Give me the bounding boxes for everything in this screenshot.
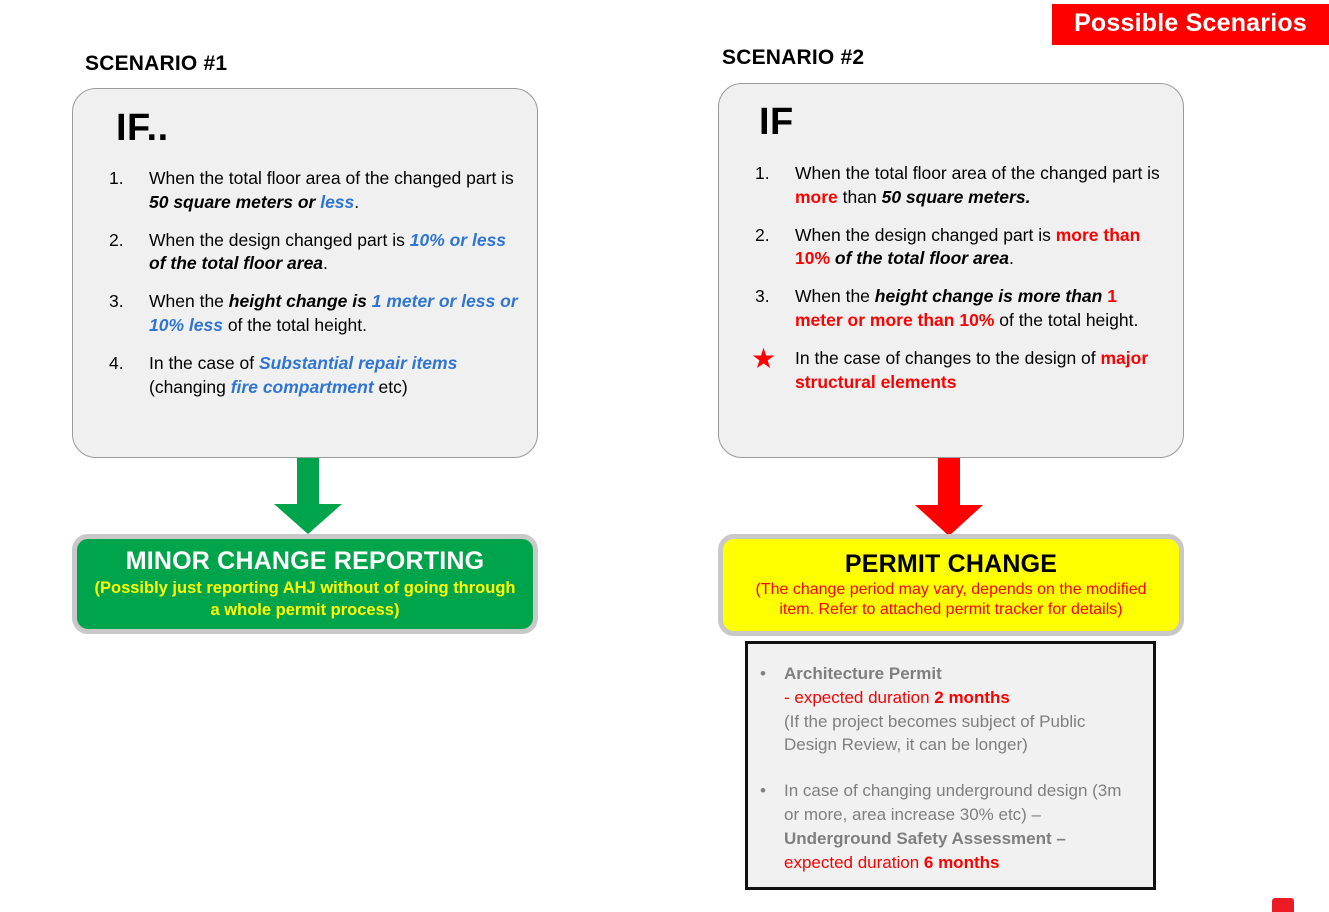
minor-change-reporting-box: MINOR CHANGE REPORTING (Possibly just re…: [72, 534, 538, 634]
minor-change-headline: MINOR CHANGE REPORTING: [125, 547, 485, 576]
minor-change-subtext: (Possibly just reporting AHJ without of …: [94, 579, 516, 619]
list-item-text: When the total floor area of the changed…: [149, 168, 514, 212]
arrow-head: [915, 505, 983, 536]
detail-item-text: In case of changing underground design (…: [784, 781, 1122, 872]
star-bullet-icon: ★: [751, 342, 777, 374]
bullet-icon: •: [760, 781, 766, 801]
list-marker: 1.: [109, 168, 124, 188]
scenario-1-title: SCENARIO #1: [85, 52, 228, 75]
list-marker: 2.: [109, 229, 124, 250]
arrow-shaft: [938, 458, 960, 505]
detail-list-item: • Architecture Permit- expected duration…: [760, 662, 1137, 757]
arrow-shaft: [297, 458, 319, 504]
list-item: 3. When the height change is more than 1…: [747, 285, 1165, 333]
list-item: 2. When the design changed part is more …: [747, 224, 1165, 272]
list-item-text: When the total floor area of the changed…: [795, 163, 1160, 207]
scenario-2-if-label: IF: [759, 101, 794, 143]
list-item: ★ In the case of changes to the design o…: [747, 342, 1165, 395]
list-item-text: When the design changed part is 10% or l…: [149, 229, 507, 274]
scenario-2-condition-panel: IF 1. When the total floor area of the c…: [718, 83, 1184, 458]
list-item: 3. When the height change is 1 meter or …: [101, 290, 519, 338]
scenario-2-down-arrow-icon: [915, 458, 983, 536]
banner-title: Possible Scenarios: [1074, 9, 1307, 37]
scenario-2-title: SCENARIO #2: [722, 46, 865, 69]
bullet-icon: •: [760, 664, 766, 683]
permit-change-headline: PERMIT CHANGE: [844, 549, 1058, 578]
list-item-text: In the case of changes to the design of …: [795, 347, 1149, 392]
page-corner-mark: [1272, 898, 1294, 912]
arrow-head: [274, 504, 342, 534]
detail-item-text: Architecture Permit- expected duration 2…: [784, 664, 1086, 755]
list-marker: 1.: [755, 163, 770, 183]
scenario-1-if-label: IF..: [116, 107, 169, 149]
list-item-text: When the height change is more than 1 me…: [795, 286, 1139, 330]
list-marker: 4.: [109, 352, 124, 373]
scenario-1-condition-panel: IF.. 1. When the total floor area of the…: [72, 88, 538, 458]
scenario-2-condition-list: 1. When the total floor area of the chan…: [747, 162, 1165, 408]
list-item: 1. When the total floor area of the chan…: [101, 167, 519, 215]
list-item: 2. When the design changed part is 10% o…: [101, 229, 519, 277]
permit-change-box: PERMIT CHANGE (The change period may var…: [718, 534, 1184, 636]
list-item-text: When the design changed part is more tha…: [795, 224, 1141, 269]
list-item-text: In the case of Substantial repair items …: [149, 352, 458, 397]
list-marker: 3.: [109, 291, 124, 312]
permit-change-subtext: (The change period may vary, depends on …: [755, 580, 1147, 618]
architecture-permit-label: Architecture Permit: [784, 664, 942, 683]
scenario-1-down-arrow-icon: [274, 458, 342, 534]
permit-detail-box: • Architecture Permit- expected duration…: [745, 641, 1156, 890]
page-title-banner: Possible Scenarios: [1052, 4, 1329, 45]
detail-list-item: • In case of changing underground design…: [760, 779, 1137, 874]
list-item: 4. In the case of Substantial repair ite…: [101, 352, 519, 400]
scenario-1-condition-list: 1. When the total floor area of the chan…: [101, 167, 519, 413]
list-item: 1. When the total floor area of the chan…: [747, 162, 1165, 210]
list-marker: 2.: [755, 224, 770, 245]
list-item-text: When the height change is 1 meter or les…: [149, 291, 518, 335]
list-marker: 3.: [755, 286, 770, 307]
